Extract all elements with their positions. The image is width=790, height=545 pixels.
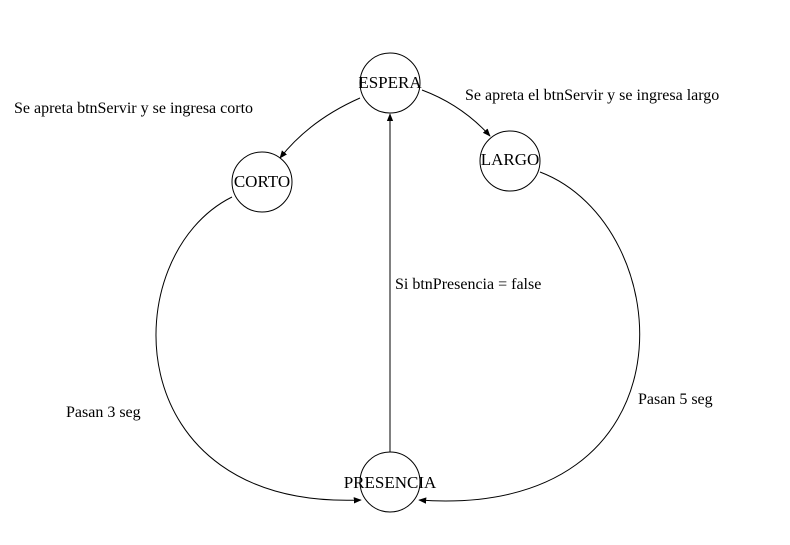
transition-label-largo-to-presencia: Pasan 5 seg bbox=[638, 391, 713, 408]
transition-label-espera-to-corto: Se apreta btnServir y se ingresa corto bbox=[14, 100, 253, 117]
transition-label-presencia-to-espera: Si btnPresencia = false bbox=[395, 276, 541, 293]
state-espera: ESPERA bbox=[358, 52, 422, 114]
state-presencia: PRESENCIA bbox=[344, 451, 437, 513]
edge-espera-to-largo bbox=[421, 89, 491, 137]
state-label-largo: LARGO bbox=[481, 150, 540, 169]
edge-espera-to-corto bbox=[279, 97, 361, 159]
transition-label-corto-to-presencia: Pasan 3 seg bbox=[66, 404, 141, 421]
state-label-presencia: PRESENCIA bbox=[344, 473, 437, 492]
edge-corto-to-presencia bbox=[155, 196, 362, 504]
edge-largo-to-presencia bbox=[418, 171, 641, 504]
state-largo: LARGO bbox=[479, 130, 541, 192]
state-label-corto: CORTO bbox=[234, 172, 290, 191]
state-corto: CORTO bbox=[231, 151, 293, 213]
transition-label-espera-to-largo: Se apreta el btnServir y se ingresa larg… bbox=[465, 87, 719, 104]
state-label-espera: ESPERA bbox=[358, 73, 422, 92]
